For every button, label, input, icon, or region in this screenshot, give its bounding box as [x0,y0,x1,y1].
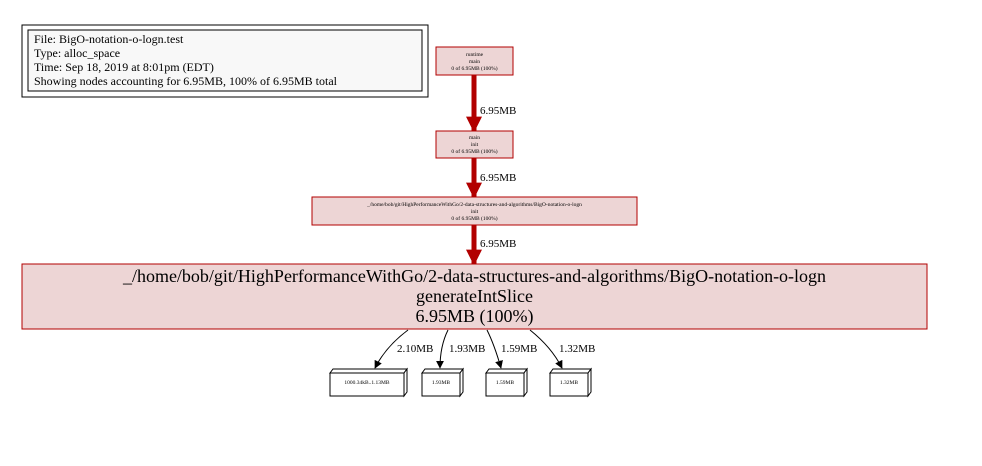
block-label: 1.59MB [496,380,515,386]
block-label: 1.32MB [560,380,579,386]
edge-block-4[interactable]: 1.32MB [529,329,595,369]
block-label: 1000.34kB..1.13MB [344,380,390,386]
node-value: 0 of 6.95MB (100%) [451,148,497,155]
edge-label: 1.32MB [559,343,595,355]
edge-runtime-main-to-main-init[interactable]: 6.95MB [465,75,516,133]
node-value: 0 of 6.95MB (100%) [451,65,497,72]
edge-block-3[interactable]: 1.59MB [486,329,537,369]
node-package: _/home/bob/git/HighPerformanceWithGo/2-d… [366,201,582,208]
edge-label: 2.10MB [397,343,433,355]
edge-label: 1.59MB [501,343,537,355]
node-function: generateIntSlice [416,286,533,306]
block-4[interactable]: 1.32MB [549,367,592,398]
edge-label: 1.93MB [449,343,485,355]
node-runtime-main[interactable]: runtime main 0 of 6.95MB (100%) [435,46,514,76]
node-package: main [469,135,480,141]
edge-label: 6.95MB [480,238,516,250]
block-1[interactable]: 1000.34kB..1.13MB [329,367,408,398]
node-function: init [471,209,479,215]
edge-pkg-init-to-generate[interactable]: 6.95MB [465,225,516,266]
edge-main-init-to-pkg-init[interactable]: 6.95MB [465,158,516,199]
node-package-init[interactable]: _/home/bob/git/HighPerformanceWithGo/2-d… [311,196,638,226]
node-package: runtime [466,52,484,58]
edge-block-1[interactable]: 2.10MB [374,329,433,369]
node-main-init[interactable]: main init 0 of 6.95MB (100%) [435,130,514,159]
edge-block-2[interactable]: 1.93MB [436,329,485,369]
node-generate-int-slice[interactable]: _/home/bob/git/HighPerformanceWithGo/2-d… [21,263,928,330]
edge-label: 6.95MB [480,105,516,117]
legend-type: Type: alloc_space [34,46,120,60]
node-package: _/home/bob/git/HighPerformanceWithGo/2-d… [122,266,826,286]
legend-summary: Showing nodes accounting for 6.95MB, 100… [34,74,338,88]
edge-label: 6.95MB [480,172,516,184]
block-3[interactable]: 1.59MB [485,367,528,398]
block-2[interactable]: 1.93MB [421,367,464,398]
node-function: init [471,142,479,148]
node-value: 0 of 6.95MB (100%) [451,215,497,222]
legend-time: Time: Sep 18, 2019 at 8:01pm (EDT) [34,60,214,74]
legend: File: BigO-notation-o-logn.test Type: al… [21,24,429,98]
block-label: 1.93MB [432,380,451,386]
node-function: main [469,59,480,65]
node-value: 6.95MB (100%) [416,306,534,327]
legend-file: File: BigO-notation-o-logn.test [34,32,184,46]
